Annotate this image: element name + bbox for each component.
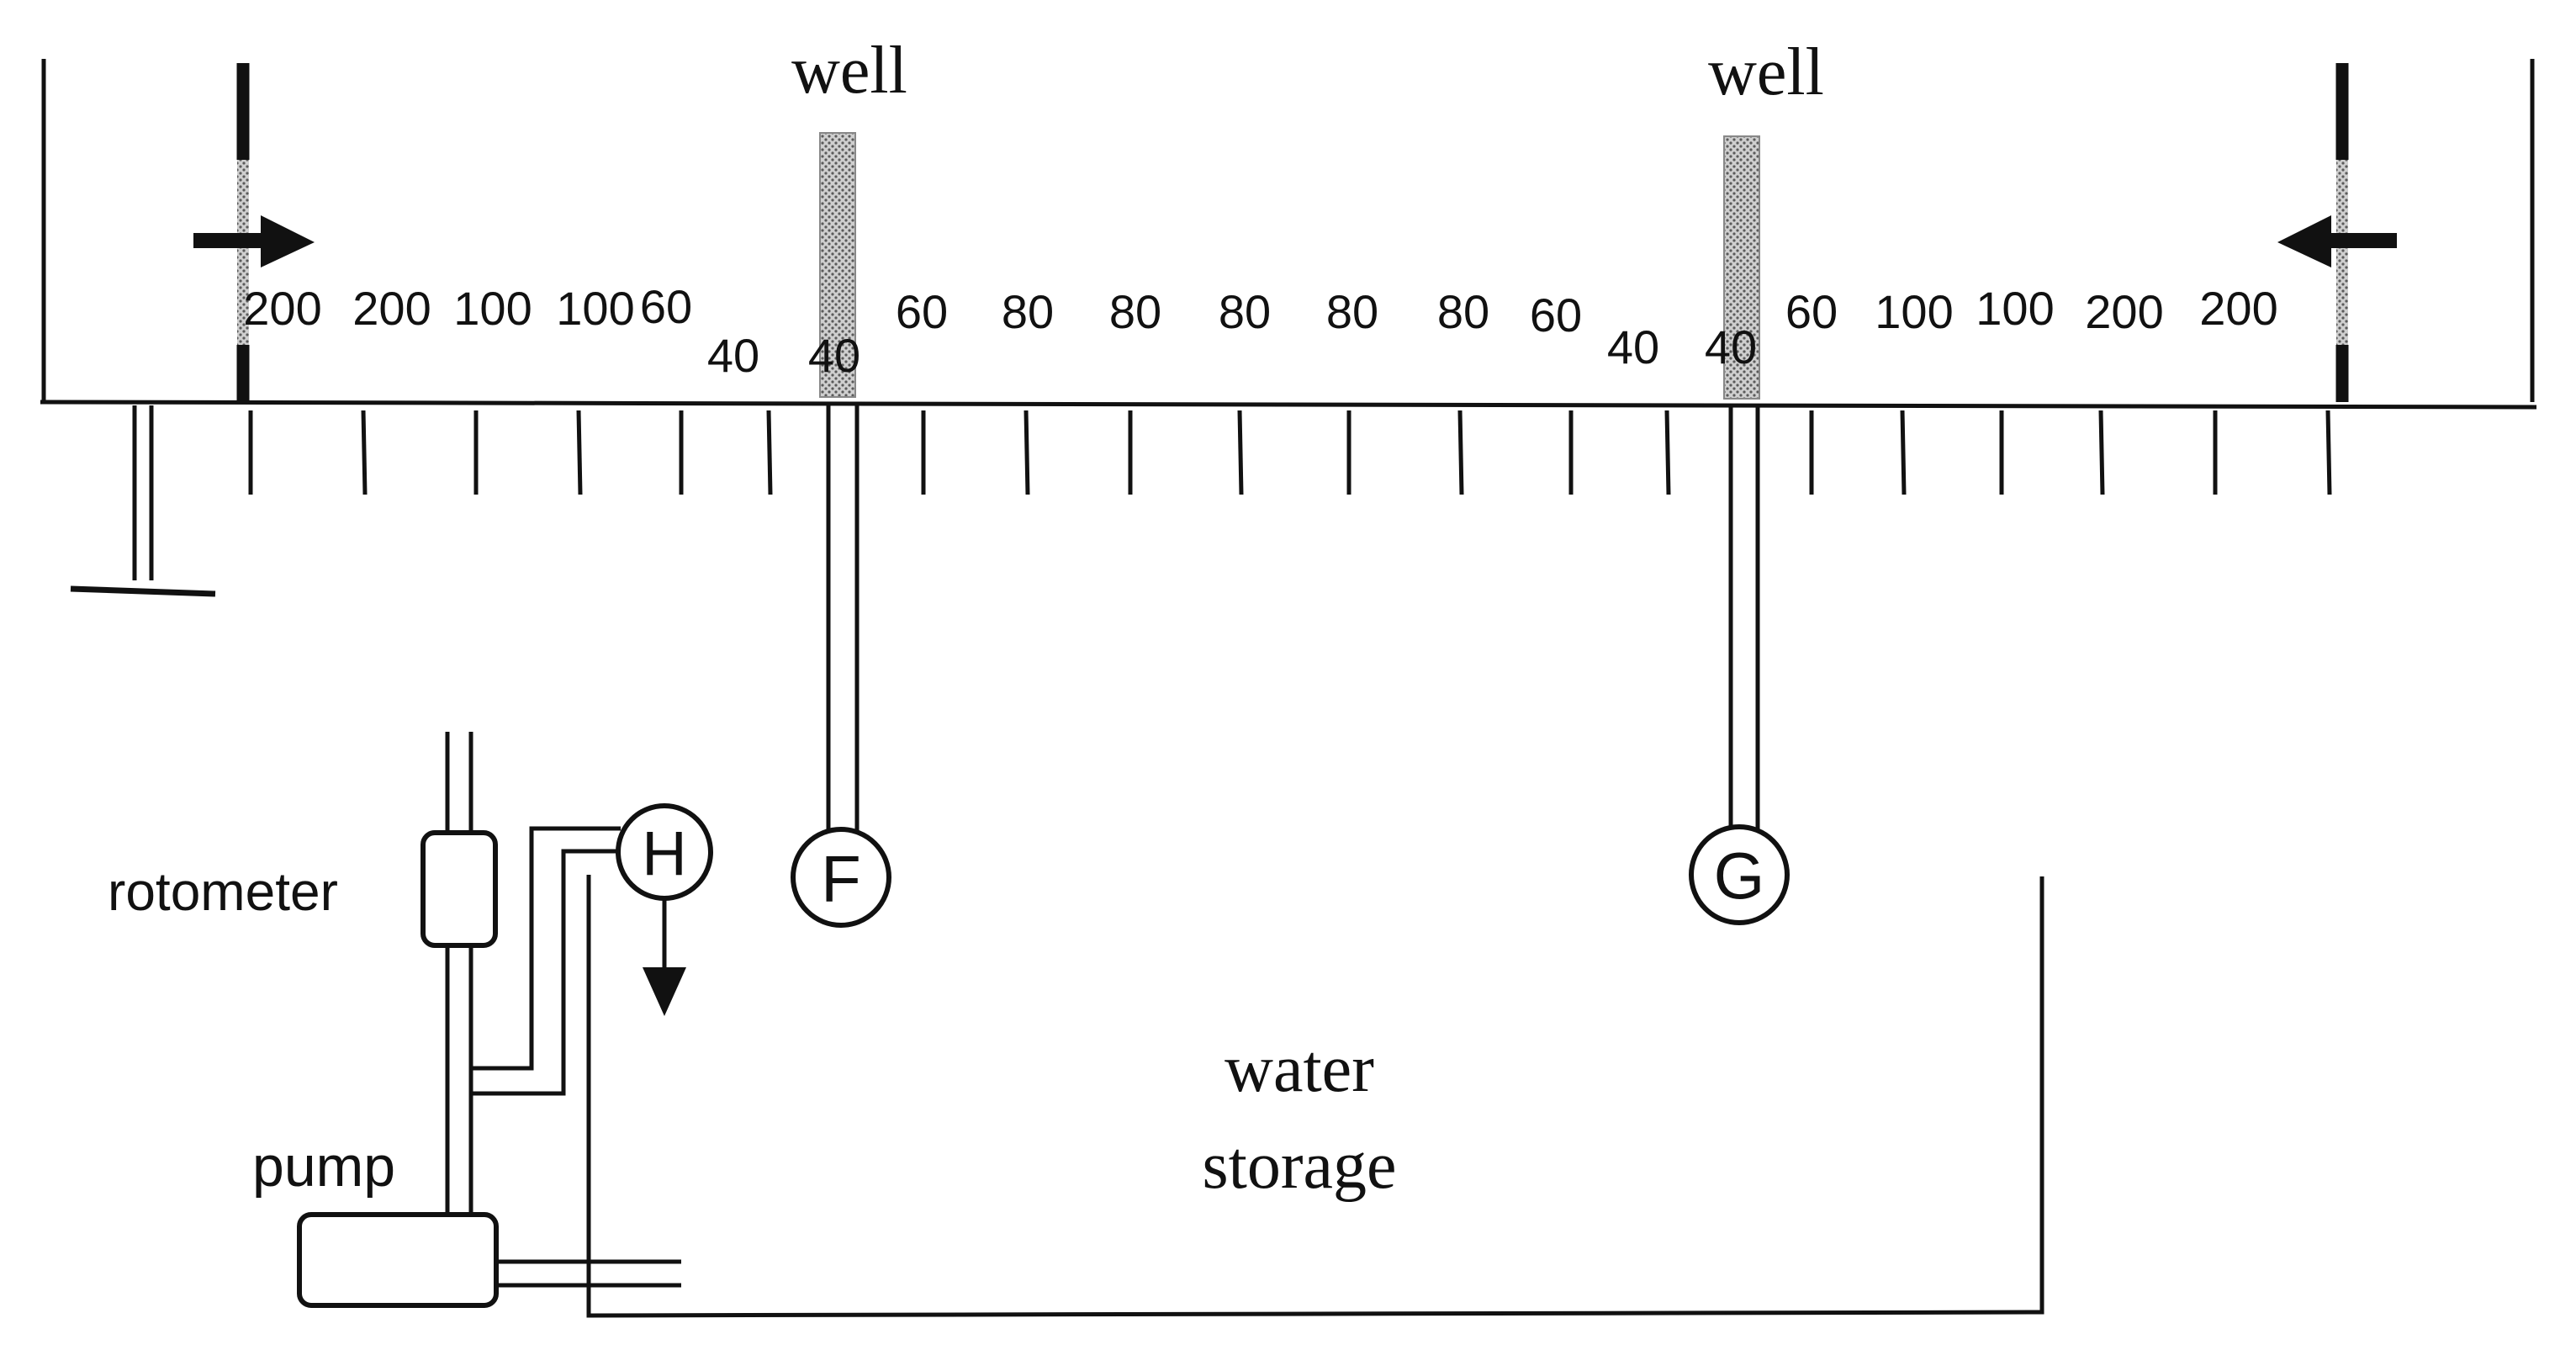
rotometer xyxy=(421,830,498,948)
valve-h-label: H xyxy=(642,818,686,888)
sand-tank xyxy=(40,59,2537,410)
piezometer-tick xyxy=(361,410,368,495)
valve-g: G xyxy=(1689,824,1790,925)
spacing-label: 80 xyxy=(1437,285,1489,338)
piezometer-tick xyxy=(1664,410,1671,495)
well-right-screen xyxy=(1723,135,1760,400)
water-storage-label-line1: water xyxy=(1225,1032,1374,1106)
piezometer-tick xyxy=(1900,410,1907,495)
spacing-label: 100 xyxy=(1875,285,1953,338)
right-boundary-screen xyxy=(2335,63,2349,402)
spacing-label: 200 xyxy=(352,282,431,335)
spacing-label: 200 xyxy=(2085,285,2163,338)
spacing-label: 100 xyxy=(1976,282,2054,335)
pipe-to-g xyxy=(1728,407,1760,833)
pump xyxy=(297,1212,499,1308)
pipe-to-f xyxy=(826,402,860,833)
piezometer-tick xyxy=(1237,410,1244,495)
valve-f: F xyxy=(791,827,891,928)
spacing-label: 100 xyxy=(453,282,532,335)
spacing-label: 100 xyxy=(556,282,634,335)
piezometer-tick xyxy=(576,410,583,495)
well-right-label: well xyxy=(1708,35,1824,109)
left-outlet-base xyxy=(70,585,216,597)
spacing-label: 40 xyxy=(707,329,759,382)
left-outlet-pipe xyxy=(70,405,216,597)
tank-bottom xyxy=(40,400,2537,410)
outflow-arrow-h xyxy=(643,898,686,1016)
piezometer-tick xyxy=(1024,410,1030,495)
piezometer-tick xyxy=(2325,410,2332,495)
well-left: well xyxy=(791,34,907,398)
spacing-label: 60 xyxy=(1785,285,1838,338)
well-left-screen xyxy=(819,132,856,398)
spacing-label: 60 xyxy=(896,285,948,338)
left-boundary-screen xyxy=(236,63,250,402)
well-left-label: well xyxy=(791,34,907,108)
spacing-label: 200 xyxy=(243,282,321,335)
pump-label: pump xyxy=(252,1135,395,1199)
piezometer-tick xyxy=(1457,410,1464,495)
piezometer-tick xyxy=(2098,410,2105,495)
spacing-label: 80 xyxy=(1002,285,1054,338)
water-storage-label-line2: storage xyxy=(1202,1129,1396,1203)
rotometer-label: rotometer xyxy=(108,861,338,922)
well-right: well xyxy=(1708,35,1824,400)
spacing-label: 200 xyxy=(2199,282,2277,335)
piezometer-ticks xyxy=(248,410,2332,495)
water-storage-tank xyxy=(586,875,2044,1318)
spacing-label: 60 xyxy=(640,280,692,333)
spacing-label: 80 xyxy=(1326,285,1378,338)
valve-g-label: G xyxy=(1714,839,1765,913)
spacing-label: 80 xyxy=(1109,285,1161,338)
valve-h: H xyxy=(616,803,713,901)
spacing-label: 80 xyxy=(1219,285,1271,338)
piezometer-tick xyxy=(766,410,773,495)
spacing-label: 40 xyxy=(1607,320,1659,373)
spacing-label: 40 xyxy=(1705,320,1757,373)
valve-f-label: F xyxy=(821,842,861,916)
spacing-label: 60 xyxy=(1530,289,1582,341)
inflow-arrow-right xyxy=(2277,215,2397,267)
spacing-label: 40 xyxy=(808,329,860,382)
inflow-arrow-left xyxy=(193,215,315,267)
